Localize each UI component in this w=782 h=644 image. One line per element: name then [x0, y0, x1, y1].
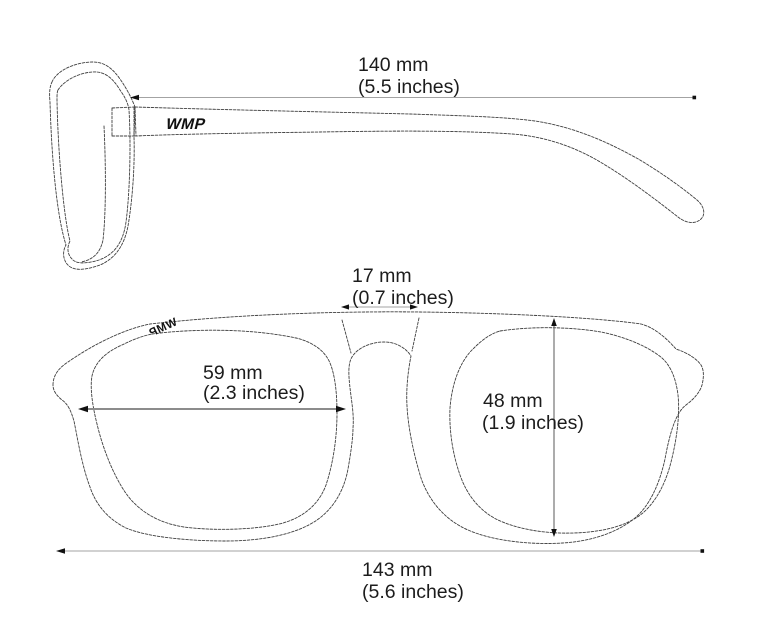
left-lens-inner-outline	[90, 329, 338, 530]
temple-arm-outline	[134, 106, 705, 223]
front-frame-outer-outline	[52, 311, 704, 544]
frame-width-inches-label: (5.6 inches)	[362, 581, 464, 603]
bridge-width-dimension: 17 mm (0.7 inches)	[341, 265, 454, 310]
hinge-lines	[111, 106, 136, 137]
bridge-width-mm-label: 17 mm	[352, 265, 412, 287]
brand-logo-lens-icon: WMP	[147, 316, 179, 339]
bridge-left-edge	[341, 319, 352, 354]
lens-width-mm-label: 59 mm	[203, 362, 263, 384]
arrow-left-icon	[78, 405, 88, 413]
lens-height-mm-label: 48 mm	[483, 390, 543, 412]
brand-logo-lens-text: WMP	[147, 316, 179, 339]
brand-logo-temple-icon: WMP	[164, 116, 208, 133]
bridge-width-inches-label: (0.7 inches)	[352, 287, 454, 309]
side-frame-outer-outline	[49, 61, 136, 270]
arrow-dot-icon	[692, 95, 697, 100]
arrow-left-icon	[56, 548, 65, 554]
side-lens-outline	[56, 71, 131, 264]
lens-width-inches-label: (2.3 inches)	[203, 382, 305, 404]
frame-width-dimension: 143 mm (5.6 inches)	[56, 548, 705, 603]
bridge-right-edge	[411, 317, 420, 352]
lens-width-dimension: 59 mm (2.3 inches)	[78, 362, 346, 413]
arrow-left-icon	[341, 304, 349, 310]
temple-length-dimension: 140 mm (5.5 inches)	[130, 54, 697, 101]
side-frame-bevel-line	[80, 125, 106, 263]
front-view: WMP	[52, 311, 704, 544]
lens-height-dimension: 48 mm (1.9 inches)	[482, 318, 584, 537]
arrow-right-icon	[336, 405, 346, 413]
arrow-left-icon	[130, 94, 139, 101]
lens-height-inches-label: (1.9 inches)	[482, 412, 584, 434]
arrow-dot-icon	[700, 549, 705, 553]
arrow-up-icon	[551, 318, 557, 326]
right-lens-inner-outline	[449, 327, 680, 534]
temple-length-inches-label: (5.5 inches)	[358, 76, 460, 98]
arrow-down-icon	[551, 529, 557, 537]
side-view: WMP	[49, 61, 705, 270]
temple-length-mm-label: 140 mm	[358, 54, 428, 76]
frame-width-mm-label: 143 mm	[362, 559, 432, 581]
arrow-right-icon	[410, 304, 418, 310]
